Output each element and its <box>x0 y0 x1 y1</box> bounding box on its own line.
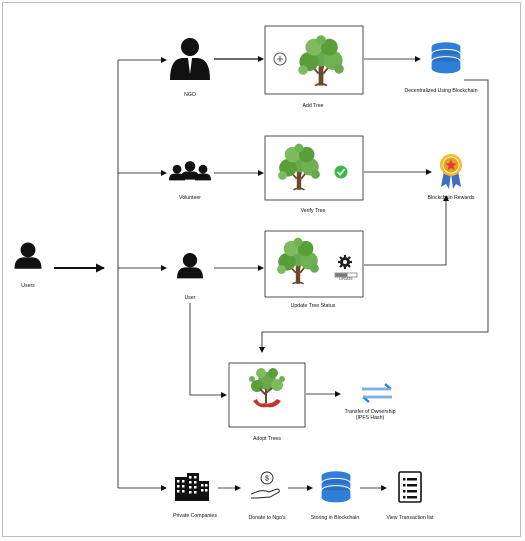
label-transfer-of-ownership: Transfer of Ownership <box>344 409 396 415</box>
label-update-tree-status: Update Tree Status <box>290 303 336 309</box>
label-update-badge: UPDATE <box>339 277 353 281</box>
add-tree-box <box>264 25 364 95</box>
label-volunteer: Volunteer <box>179 195 201 201</box>
group-icon <box>169 161 211 181</box>
adopt-trees-box <box>228 362 306 428</box>
donation-hand-icon: $ <box>250 471 280 499</box>
label-private-companies: Private Companies <box>173 513 217 519</box>
label-view-transaction-list: View Transaction list <box>386 515 434 521</box>
person-icon <box>170 38 210 80</box>
tree-in-hand-icon <box>249 368 285 408</box>
label-storing-in-blockchain: Storing in Blockchain <box>310 515 360 521</box>
diagram-frame <box>2 2 521 537</box>
check-icon <box>334 165 348 179</box>
document-list-icon <box>398 471 422 503</box>
label-verify-tree: Verify Tree <box>300 208 326 214</box>
label-add-tree: Add Tree <box>302 103 324 109</box>
transfer-arrows-icon <box>362 383 392 403</box>
update-progress-fill <box>335 273 348 277</box>
building-icon <box>175 473 209 501</box>
plus-icon <box>273 52 287 66</box>
database-icon <box>321 470 351 503</box>
database-icon <box>431 41 461 75</box>
gear-icon <box>338 255 352 269</box>
label-transfer-note: (IPFS Hash) <box>355 415 385 421</box>
award-badge-icon <box>440 154 462 189</box>
person-icon <box>14 242 42 269</box>
label-users: Users <box>21 283 35 289</box>
label-blockchain-rewards: Blockchain Rewards <box>427 195 475 201</box>
label-ngo: NGO <box>184 92 196 98</box>
person-icon <box>177 253 203 279</box>
label-user: User <box>184 295 196 301</box>
svg-text:$: $ <box>265 476 269 483</box>
label-decentralized: Decentralized Using Blockchain <box>404 88 478 94</box>
update-tree-box <box>264 230 364 298</box>
connectors <box>54 56 489 491</box>
label-adopt-trees: Adopt Trees <box>253 436 281 442</box>
label-donate-to-ngos: Donate to Ngo's <box>248 515 286 521</box>
verify-tree-box <box>264 135 364 201</box>
